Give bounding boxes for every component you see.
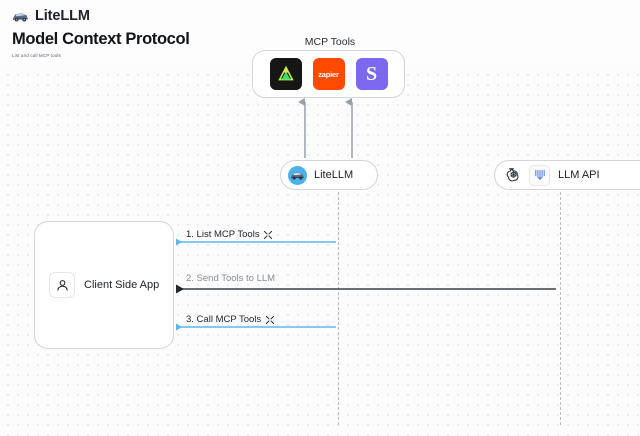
truck-icon bbox=[12, 9, 29, 23]
step-label-3: 3. Call MCP Tools bbox=[186, 314, 275, 325]
step-1-text: 1. List MCP Tools bbox=[186, 229, 260, 240]
client-side-app-label: Client Side App bbox=[84, 279, 160, 291]
step-label-2: 2. Send Tools to LLM bbox=[186, 273, 275, 284]
lifeline-litellm bbox=[338, 192, 339, 425]
step-2-text: 2. Send Tools to LLM bbox=[186, 273, 276, 284]
sentry-s-logo-icon[interactable]: S bbox=[355, 58, 388, 90]
wrench-icon bbox=[264, 314, 275, 325]
lifeline-llm-api bbox=[560, 192, 561, 425]
mcp-tools-label: MCP Tools bbox=[304, 36, 356, 48]
wrench-icon bbox=[263, 229, 274, 240]
step-label-1: 1. List MCP Tools bbox=[186, 229, 274, 240]
user-icon bbox=[49, 272, 75, 298]
client-side-app-node[interactable]: Client Side App bbox=[34, 221, 174, 349]
brand-name: LiteLLM bbox=[35, 8, 90, 24]
zapier-wordmark: zapier bbox=[318, 69, 339, 79]
litellm-node[interactable]: LiteLLM bbox=[280, 160, 378, 190]
mcp-tools-group: zapier S bbox=[252, 50, 405, 98]
zapier-logo-icon[interactable]: zapier bbox=[312, 58, 345, 90]
litellm-truck-avatar-icon bbox=[288, 165, 307, 185]
litellm-node-label: LiteLLM bbox=[314, 169, 354, 181]
triangle-green-logo-icon[interactable] bbox=[269, 58, 302, 90]
page-subtitle: List and call MCP tools bbox=[12, 53, 61, 58]
step-3-text: 3. Call MCP Tools bbox=[186, 314, 262, 325]
brand: LiteLLM bbox=[12, 8, 90, 24]
openai-logo-icon bbox=[503, 165, 524, 186]
anthropic-logo-icon bbox=[529, 164, 550, 186]
llm-api-node[interactable]: LLM API bbox=[494, 160, 640, 190]
llm-api-node-label: LLM API bbox=[558, 169, 600, 181]
s-wordmark: S bbox=[365, 63, 378, 85]
page-title: Model Context Protocol bbox=[12, 30, 190, 48]
